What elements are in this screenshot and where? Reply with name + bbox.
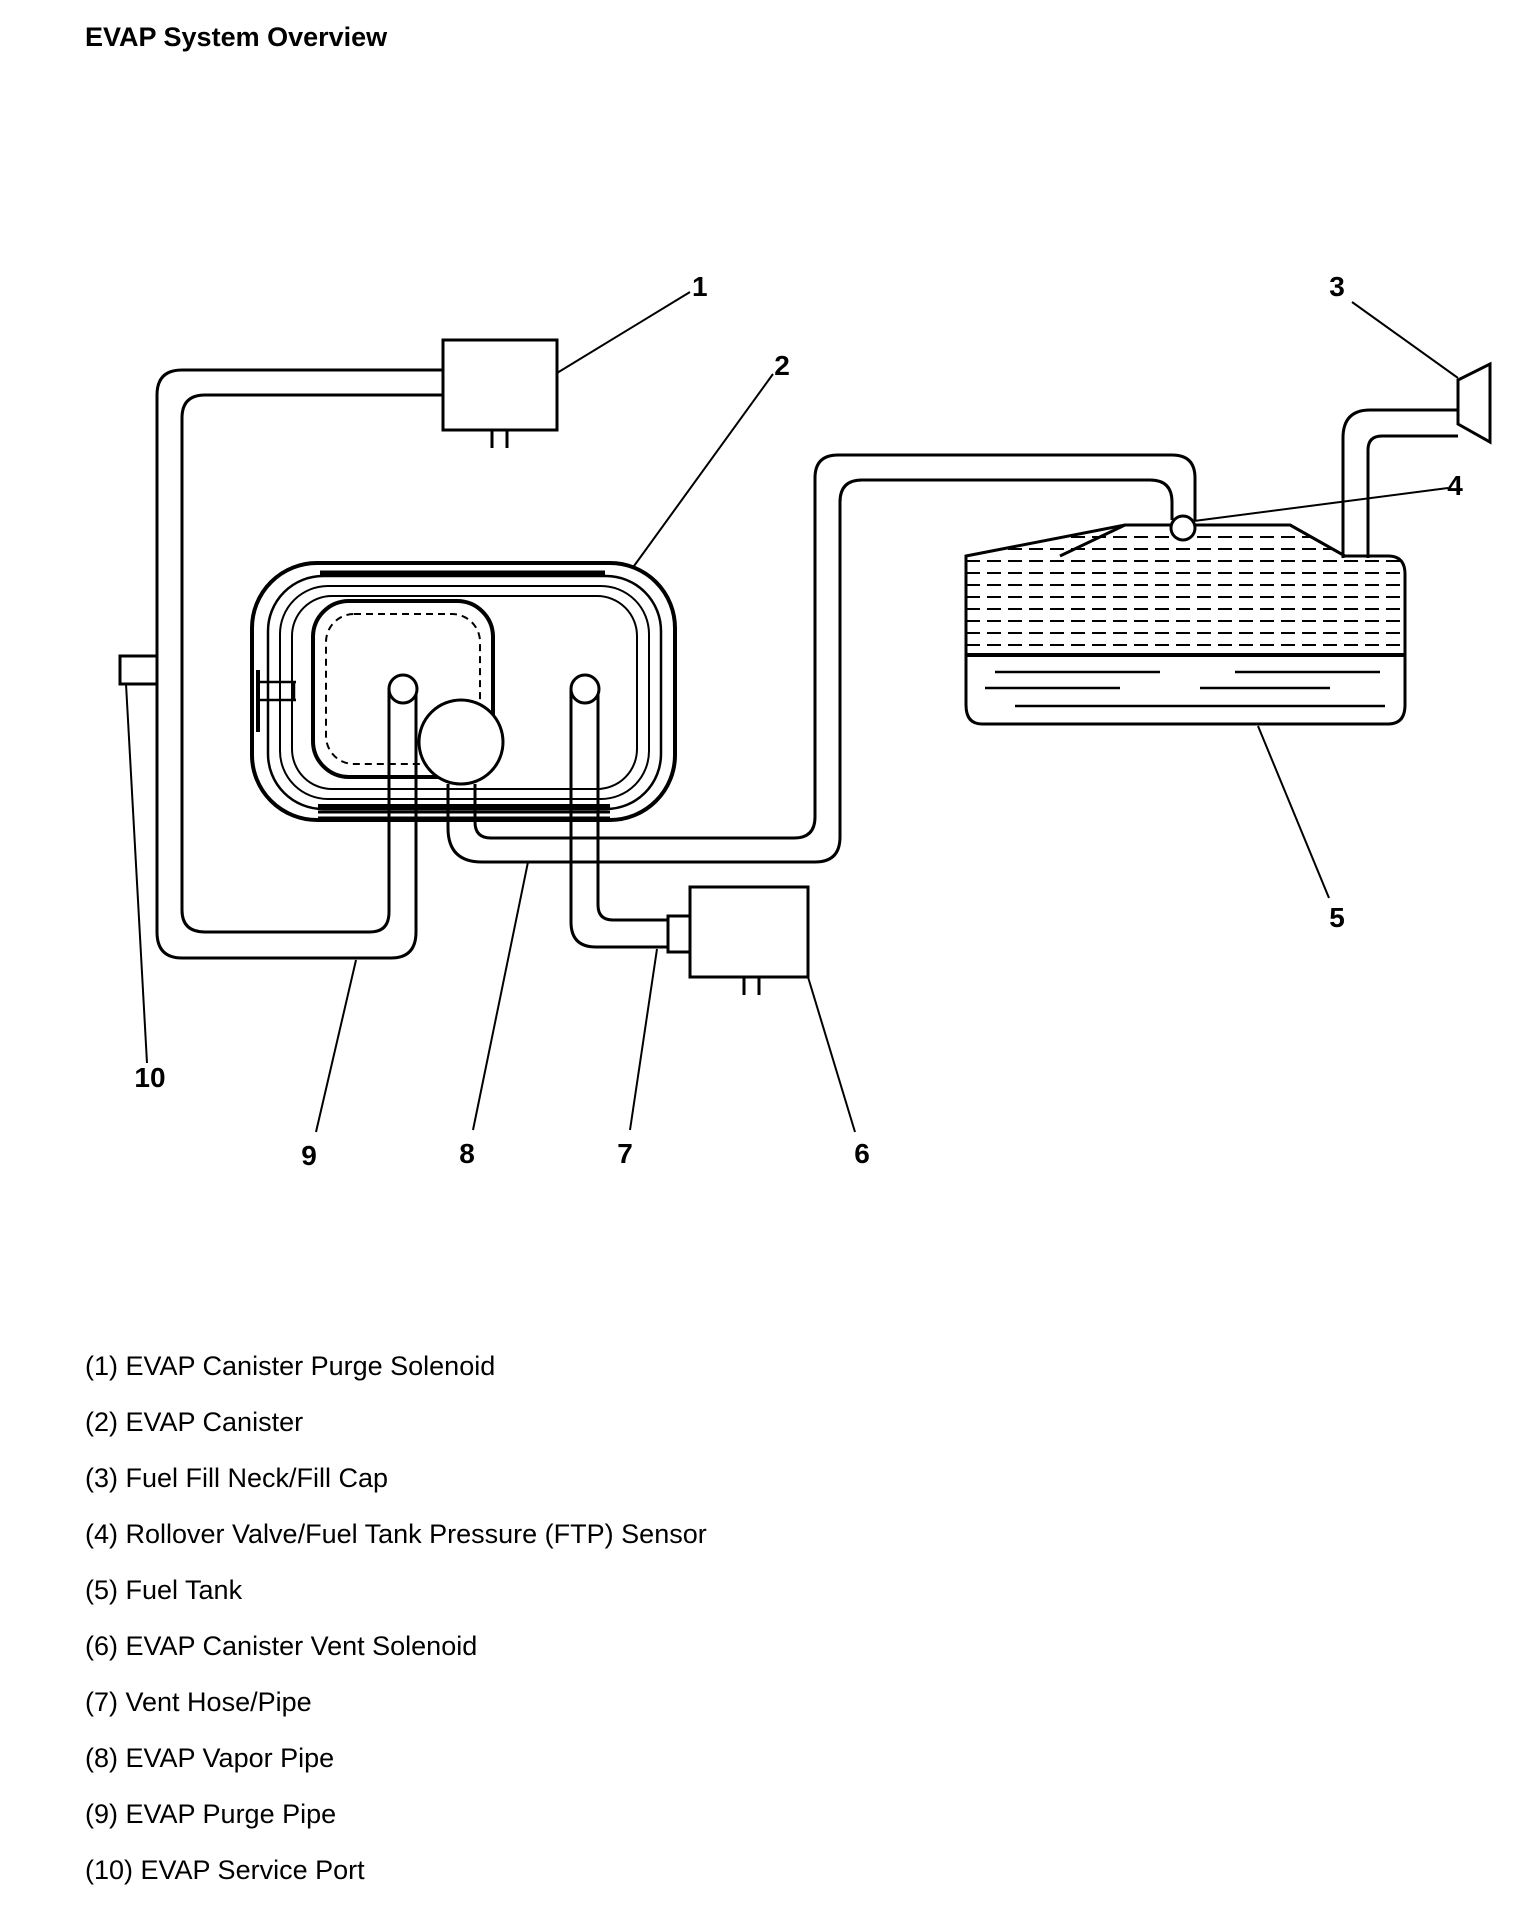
legend-item: (2) EVAP Canister: [85, 1407, 304, 1437]
callout-1: 1: [692, 271, 708, 302]
legend-item: (7) Vent Hose/Pipe: [85, 1687, 312, 1717]
page-title: EVAP System Overview: [85, 22, 388, 52]
legend-list: (1) EVAP Canister Purge Solenoid (2) EVA…: [85, 1350, 707, 1910]
callout-5: 5: [1329, 902, 1345, 933]
callout-2: 2: [774, 350, 790, 381]
callout-7: 7: [617, 1138, 633, 1169]
fuel-tank: [964, 523, 1407, 726]
callout-8: 8: [459, 1138, 475, 1169]
legend-item: (8) EVAP Vapor Pipe: [85, 1743, 335, 1773]
legend-item: (4) Rollover Valve/Fuel Tank Pressure (F…: [85, 1519, 707, 1549]
purge-solenoid: [441, 338, 559, 448]
vent-solenoid: [688, 885, 810, 995]
callout-9: 9: [301, 1140, 317, 1171]
leader-lines: [125, 291, 1459, 1133]
vapor-pipe: [446, 453, 1197, 864]
legend-item: (1) EVAP Canister Purge Solenoid: [85, 1351, 496, 1381]
callout-3: 3: [1329, 271, 1345, 302]
callout-10: 10: [134, 1062, 165, 1093]
purge-pipe: [118, 368, 443, 960]
vent-pipe: [569, 673, 692, 954]
legend-item: (9) EVAP Purge Pipe: [85, 1799, 337, 1829]
callout-6: 6: [854, 1138, 870, 1169]
legend-item: (3) Fuel Fill Neck/Fill Cap: [85, 1463, 389, 1493]
callout-4: 4: [1447, 470, 1463, 501]
evap-canister: [250, 561, 677, 822]
legend-item: (10) EVAP Service Port: [85, 1855, 365, 1885]
legend-item: (5) Fuel Tank: [85, 1575, 243, 1605]
fill-neck: [1341, 361, 1492, 558]
rollover-valve: [1169, 514, 1197, 542]
legend-item: (6) EVAP Canister Vent Solenoid: [85, 1631, 478, 1661]
